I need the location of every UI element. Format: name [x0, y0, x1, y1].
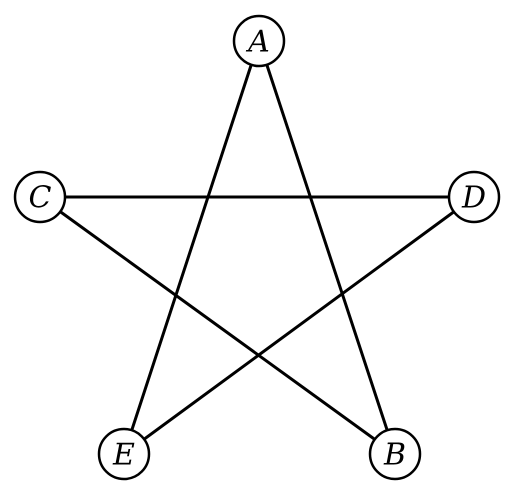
node-circle	[13, 170, 67, 224]
node-circle	[97, 427, 151, 481]
node-circle	[232, 14, 286, 68]
node-circle	[447, 170, 501, 224]
edge-a-b	[257, 39, 397, 456]
node-label: B	[383, 438, 406, 473]
nodes-layer: A B C D E	[13, 14, 501, 481]
node-label: D	[461, 181, 486, 216]
node-d: D	[447, 170, 501, 224]
node-e: E	[97, 427, 151, 481]
edge-a-e	[122, 39, 261, 456]
node-a: A	[232, 14, 286, 68]
node-b: B	[368, 427, 422, 481]
edge-c-b	[38, 195, 397, 456]
edge-d-e	[122, 195, 476, 456]
edges-layer	[38, 39, 476, 456]
node-label: C	[29, 181, 52, 216]
node-label: E	[112, 438, 135, 473]
node-circle	[368, 427, 422, 481]
node-c: C	[13, 170, 67, 224]
node-label: A	[245, 25, 270, 60]
